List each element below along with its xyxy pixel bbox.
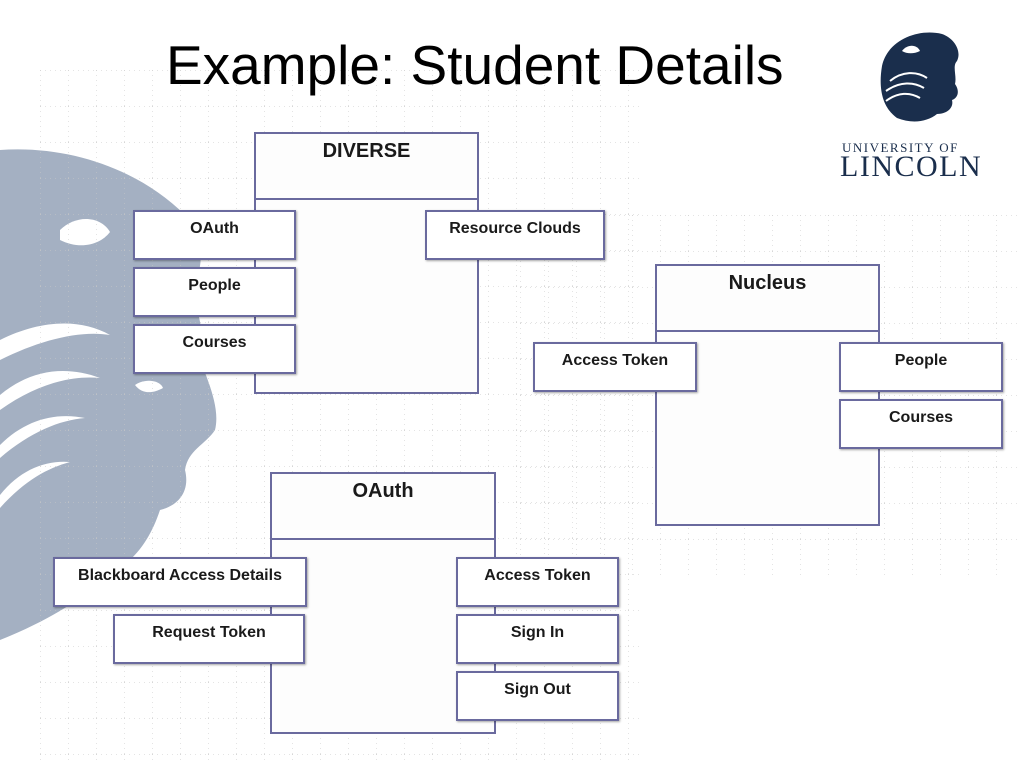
nucleus-port-access-token: Access Token: [533, 342, 697, 392]
component-nucleus-title: Nucleus: [657, 266, 878, 332]
component-diverse-title: DIVERSE: [256, 134, 477, 200]
component-nucleus: Nucleus: [655, 264, 880, 526]
diverse-port-oauth: OAuth: [133, 210, 296, 260]
logo-lincoln: LINCOLN: [840, 150, 983, 183]
slide-title: Example: Student Details: [166, 34, 784, 96]
oauth-port-blackboard-access-details: Blackboard Access Details: [53, 557, 307, 607]
nucleus-port-people: People: [839, 342, 1003, 392]
oauth-port-sign-out: Sign Out: [456, 671, 619, 721]
logo-university-of: UNIVERSITY OF: [842, 140, 959, 155]
component-oauth-title: OAuth: [272, 474, 494, 540]
university-logo-icon: [880, 32, 959, 122]
nucleus-port-courses: Courses: [839, 399, 1003, 449]
diverse-port-courses: Courses: [133, 324, 296, 374]
diverse-port-people: People: [133, 267, 296, 317]
oauth-port-sign-in: Sign In: [456, 614, 619, 664]
diverse-port-resource-clouds: Resource Clouds: [425, 210, 605, 260]
oauth-port-access-token: Access Token: [456, 557, 619, 607]
oauth-port-request-token: Request Token: [113, 614, 305, 664]
